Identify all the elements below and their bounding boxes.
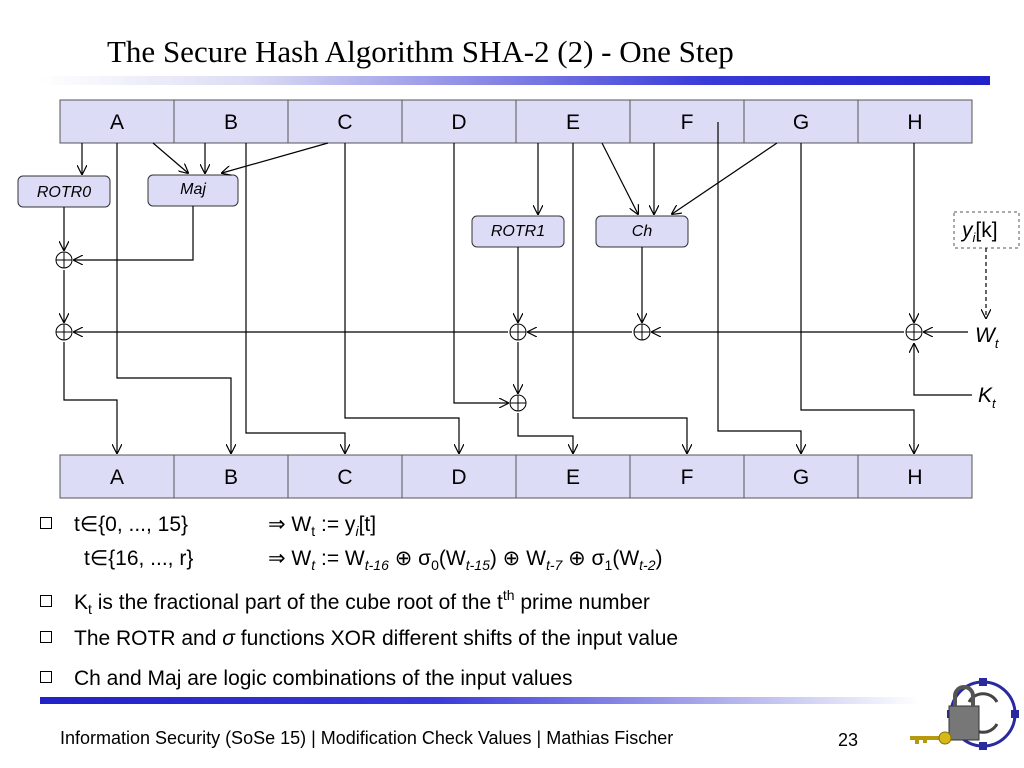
top-register-h-box bbox=[857, 99, 973, 144]
bottom-register-f-box bbox=[629, 454, 745, 499]
bottom-register-g-box bbox=[743, 454, 859, 499]
xor-node-3 bbox=[509, 323, 527, 341]
yik-label: yi[k] bbox=[960, 219, 998, 245]
footer-rule bbox=[40, 697, 920, 704]
bullet-square-icon bbox=[40, 631, 52, 643]
rotr1-box: ROTR1 bbox=[471, 215, 565, 248]
slide-title: The Secure Hash Algorithm SHA-2 (2) - On… bbox=[107, 34, 734, 69]
ch-box: Ch bbox=[595, 215, 689, 248]
xor-node-2 bbox=[55, 323, 73, 341]
bottom-register-d: D bbox=[451, 466, 466, 489]
bottom-register-g: G bbox=[793, 466, 809, 489]
bullet-ch-maj: Ch and Maj are logic combinations of the… bbox=[40, 667, 572, 691]
kt-label: Kt bbox=[978, 384, 997, 411]
top-register-d: D bbox=[451, 111, 466, 134]
bullet-square-icon bbox=[40, 595, 52, 607]
xor-node-5 bbox=[905, 323, 923, 341]
maj-label: Maj bbox=[180, 181, 206, 198]
bottom-register-e: E bbox=[566, 466, 580, 489]
bottom-register-a-box bbox=[59, 454, 175, 499]
maj-box: Maj bbox=[147, 174, 239, 207]
footer-text: Information Security (SoSe 15) | Modific… bbox=[60, 728, 674, 748]
top-register-e: E bbox=[566, 111, 580, 134]
w-def-line2: ⇒ Wt := Wt-16 ⊕ σ0(Wt-15) ⊕ Wt-7 ⊕ σ1(Wt… bbox=[268, 547, 663, 573]
bullet-w-definition: t∈{0, ..., 15} ⇒ Wt := yi[t] bbox=[40, 512, 376, 539]
top-register-b: B bbox=[224, 111, 238, 134]
bullet-kt: Kt is the fractional part of the cube ro… bbox=[40, 587, 650, 617]
top-register-f: F bbox=[681, 111, 694, 134]
xor-node-6 bbox=[509, 394, 527, 412]
bottom-register-f: F bbox=[681, 466, 694, 489]
bottom-register-d-box bbox=[401, 454, 517, 499]
top-register-d-box bbox=[401, 99, 517, 144]
range-0-15: t∈{0, ..., 15} bbox=[74, 513, 189, 536]
bullet-square-icon bbox=[40, 671, 52, 683]
title-rule bbox=[40, 76, 990, 85]
rotr0-label: ROTR0 bbox=[37, 184, 91, 201]
bottom-register-b: B bbox=[224, 466, 238, 489]
bottom-register-e-box bbox=[515, 454, 631, 499]
top-register-a: A bbox=[110, 111, 124, 134]
top-register-h: H bbox=[907, 111, 922, 134]
page-number: 23 bbox=[838, 730, 859, 750]
top-register-f-box bbox=[629, 99, 745, 144]
bottom-register-row: A B C D E F G H bbox=[59, 454, 973, 499]
security-lock-logo-icon bbox=[910, 678, 1019, 750]
wt-label: Wt bbox=[975, 324, 1000, 351]
bottom-register-c: C bbox=[337, 466, 352, 489]
xor-node-4 bbox=[633, 323, 651, 341]
bottom-register-h: H bbox=[907, 466, 922, 489]
diagram-wires bbox=[64, 122, 986, 453]
top-register-a-box bbox=[59, 99, 175, 144]
top-register-c-box bbox=[287, 99, 403, 144]
bottom-register-c-box bbox=[287, 454, 403, 499]
bottom-register-a: A bbox=[110, 466, 124, 489]
range-16-r: t∈{16, ..., r} bbox=[84, 547, 194, 570]
rotr1-label: ROTR1 bbox=[491, 223, 545, 240]
bullet-square-icon bbox=[40, 517, 52, 529]
top-register-e-box bbox=[515, 99, 631, 144]
xor-node-1 bbox=[55, 251, 73, 269]
top-register-c: C bbox=[337, 111, 352, 134]
bullet-rotr-sigma: The ROTR and σ functions XOR different s… bbox=[40, 627, 678, 651]
top-register-row: A B C D E F G H bbox=[59, 99, 973, 144]
top-register-g: G bbox=[793, 111, 809, 134]
ch-label: Ch bbox=[632, 223, 653, 240]
rotr0-box: ROTR0 bbox=[17, 175, 111, 208]
bullet-w-definition-line2: t∈{16, ..., r} ⇒ Wt := Wt-16 ⊕ σ0(Wt-15)… bbox=[84, 546, 663, 573]
w-def-line1: ⇒ Wt := yi[t] bbox=[268, 513, 377, 539]
bottom-register-h-box bbox=[857, 454, 973, 499]
